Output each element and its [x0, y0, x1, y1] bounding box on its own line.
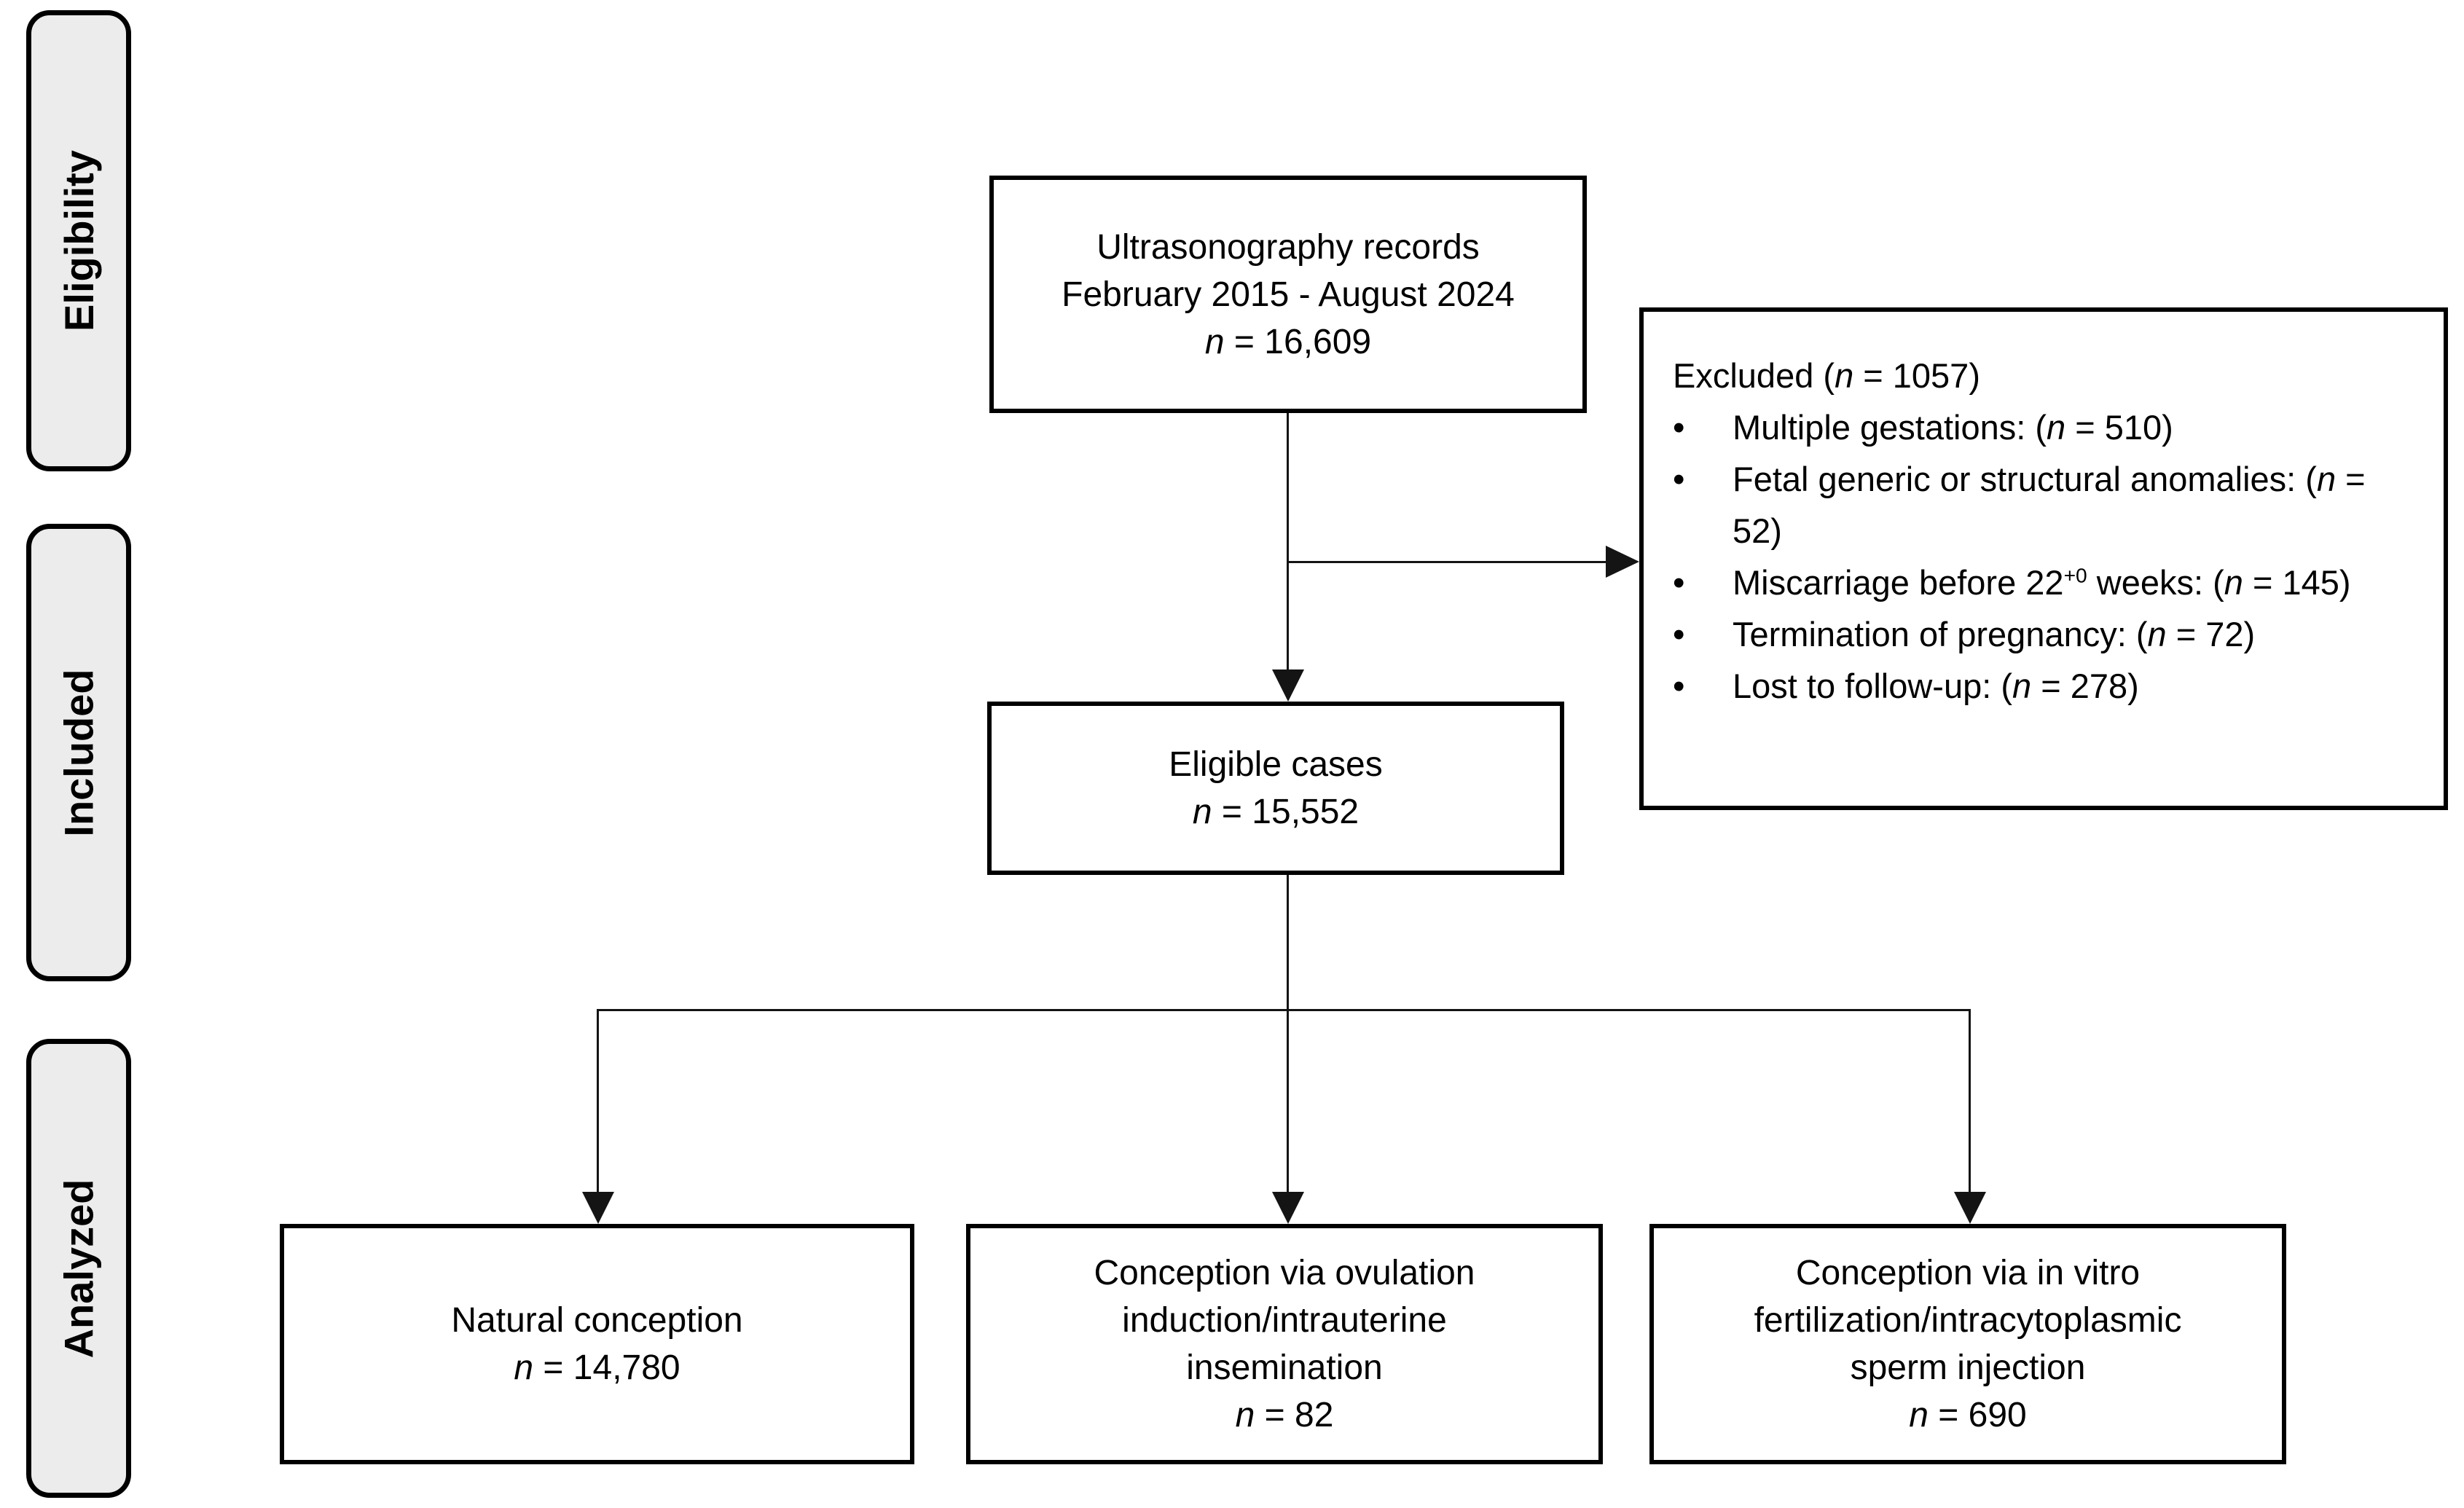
stage-analyzed: Analyzed	[26, 1039, 131, 1498]
excluded-reason-item: •Miscarriage before 22+0 weeks: (n = 145…	[1673, 557, 2423, 608]
excluded-reason-item: •Multiple gestations: (n = 510)	[1673, 401, 2423, 453]
stage-eligibility: Eligibility	[26, 10, 131, 471]
excluded-reason-item: •Lost to follow-up: (n = 278)	[1673, 660, 2423, 712]
eligible-text: Eligible cases	[1169, 745, 1383, 784]
arrowhead-down-ovulation-iui-icon	[1272, 1192, 1304, 1224]
arrowhead-right-excluded-icon	[1606, 546, 1639, 578]
bullet-icon: •	[1673, 615, 1685, 653]
connector-drop-ovulation-iui	[1287, 1009, 1289, 1193]
connector-drop-ivf-icsi	[1969, 1009, 1971, 1193]
arrowhead-down-natural-icon	[582, 1192, 614, 1224]
ivf-icsi-count: n = 690	[1909, 1396, 2027, 1434]
natural-conception-count: n = 14,780	[514, 1348, 680, 1387]
excluded-box: Excluded (n = 1057) •Multiple gestations…	[1639, 307, 2448, 810]
bullet-icon: •	[1673, 667, 1685, 705]
records-count: n = 16,609	[1204, 322, 1372, 361]
connector-records-to-eligible	[1287, 413, 1289, 671]
eligible-count: n = 15,552	[1192, 793, 1359, 831]
ovulation-iui-count: n = 82	[1235, 1396, 1334, 1434]
natural-conception-text: Natural conception	[451, 1301, 743, 1340]
eligible-box: Eligible cases n = 15,552	[987, 702, 1564, 875]
arrowhead-down-ivf-icsi-icon	[1954, 1192, 1986, 1224]
excluded-reasons-list: •Multiple gestations: (n = 510)•Fetal ge…	[1673, 401, 2423, 712]
connector-drop-natural	[597, 1009, 599, 1193]
excluded-reason-item: •Termination of pregnancy: (n = 72)	[1673, 608, 2423, 660]
excluded-title: Excluded (n = 1057)	[1673, 356, 1980, 395]
connector-branch-to-excluded	[1287, 561, 1607, 563]
connector-distribution-bar	[597, 1009, 1971, 1011]
stage-included-label: Included	[55, 668, 102, 837]
arrowhead-down-eligible-icon	[1272, 669, 1304, 702]
stage-eligibility-label: Eligibility	[55, 150, 102, 331]
natural-conception-box: Natural conception n = 14,780	[280, 1224, 914, 1464]
connector-eligible-to-split	[1287, 875, 1289, 1009]
bullet-icon: •	[1673, 408, 1685, 447]
excluded-reason-item: •Fetal generic or structural anomalies: …	[1673, 453, 2423, 557]
stage-analyzed-label: Analyzed	[55, 1179, 102, 1358]
bullet-icon: •	[1673, 563, 1685, 602]
stage-included: Included	[26, 524, 131, 981]
bullet-icon: •	[1673, 460, 1685, 498]
